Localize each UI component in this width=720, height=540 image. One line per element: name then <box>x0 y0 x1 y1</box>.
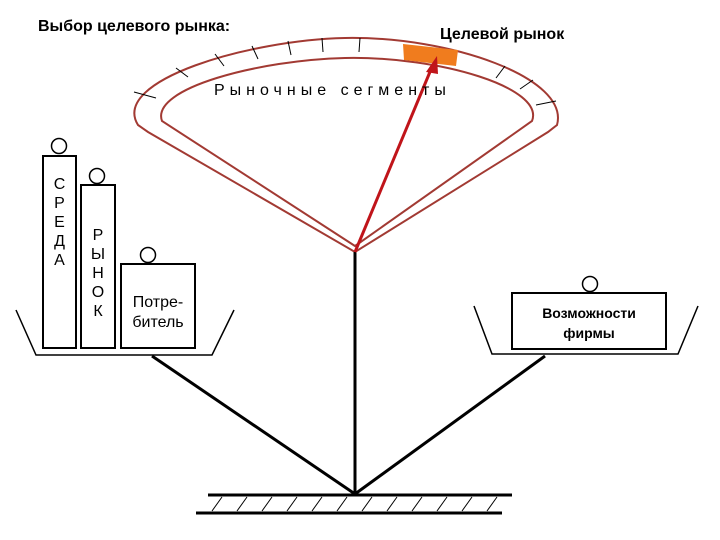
market-letter: Ы <box>90 246 106 263</box>
target-market-label: Целевой рынок <box>440 26 565 43</box>
market-weight <box>88 167 106 185</box>
market-letter: К <box>93 303 103 320</box>
scales-frame <box>151 252 546 496</box>
market-block: Р Ы Н О К <box>80 184 116 349</box>
diagram-title: Выбор целевого рынка: <box>38 18 231 35</box>
arrow-to-target <box>353 56 438 253</box>
consumer-label-line1: Потре- <box>132 294 184 311</box>
consumer-block: Потре- битель <box>120 263 196 349</box>
market-letter: Р <box>92 227 104 244</box>
market-segments-label: Рыночные сегменты <box>214 82 451 99</box>
left-pan <box>15 309 235 356</box>
capabilities-block: Возможности фирмы <box>511 292 667 350</box>
market-letter: О <box>91 284 105 301</box>
target-sector <box>403 44 458 66</box>
environment-weight <box>50 137 68 155</box>
environment-letter: Е <box>54 214 65 231</box>
consumer-label-line2: битель <box>132 314 184 331</box>
environment-letter: Р <box>54 195 65 212</box>
scales-base <box>196 493 512 515</box>
right-pan <box>473 305 699 355</box>
capabilities-label-line2: фирмы <box>563 325 615 341</box>
environment-letter: С <box>53 176 66 193</box>
environment-letter: Д <box>54 233 65 250</box>
market-letter: Н <box>92 265 104 282</box>
environment-block: С Р Е Д А <box>42 155 77 349</box>
consumer-weight <box>139 246 157 264</box>
environment-letter: А <box>54 252 65 269</box>
capabilities-weight <box>581 275 599 293</box>
capabilities-label-line1: Возможности <box>542 305 636 321</box>
market-segments-fan <box>133 36 559 254</box>
